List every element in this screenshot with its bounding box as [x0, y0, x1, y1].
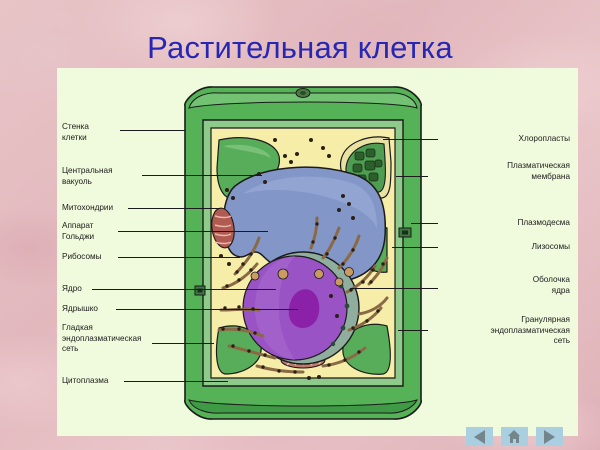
label-plasma-membrane: Плазматическая мембрана	[507, 161, 570, 181]
leader-cytoplasm	[124, 381, 228, 382]
leader-plasmodesma	[411, 223, 438, 224]
arrow-right-icon	[544, 429, 555, 444]
label-cell-wall: Стенка клетки	[62, 122, 89, 142]
label-golgi-apparatus: Аппарат Гольджи	[62, 221, 95, 241]
label-plasmodesma: Плазмодесма	[517, 218, 571, 227]
leader-cell-wall	[120, 130, 185, 131]
label-smooth-er: Гладкая эндоплазматическая сеть	[62, 323, 142, 353]
label-nuclear-envelope: Оболочка ядра	[532, 275, 570, 295]
label-central-vacuole: Центральная вакуоль	[62, 166, 113, 186]
label-rough-er: Гранулярная эндоплазматическая сеть	[490, 315, 570, 345]
leader-nuclear-envelope	[350, 288, 438, 289]
label-nucleolus: Ядрышко	[62, 304, 98, 313]
leader-mitochondria	[128, 208, 220, 209]
previous-slide-button[interactable]	[466, 427, 493, 446]
leader-nucleus	[92, 289, 276, 290]
next-slide-button[interactable]	[536, 427, 563, 446]
label-cytoplasm: Цитоплазма	[62, 376, 109, 385]
leader-golgi-apparatus	[118, 231, 268, 232]
label-ribosomes: Рибосомы	[62, 252, 102, 261]
leader-chloroplasts	[383, 139, 438, 140]
leader-central-vacuole	[142, 175, 262, 176]
plant-cell-illustration	[184, 86, 422, 420]
home-slide-button[interactable]	[501, 427, 528, 446]
leader-nucleolus	[116, 309, 298, 310]
home-icon	[508, 430, 521, 443]
label-mitochondria: Митохондрии	[62, 203, 114, 212]
leader-rough-er	[398, 330, 428, 331]
leader-smooth-er	[152, 343, 214, 344]
label-chloroplasts: Хлоропласты	[518, 134, 570, 143]
label-nucleus: Ядро	[62, 284, 82, 293]
leader-lysosomes	[392, 247, 438, 248]
label-lysosomes: Лизосомы	[531, 242, 570, 251]
leader-ribosomes	[118, 257, 240, 258]
leader-plasma-membrane	[396, 176, 428, 177]
page-title: Растительная клетка	[147, 30, 453, 65]
arrow-left-icon	[474, 429, 485, 444]
